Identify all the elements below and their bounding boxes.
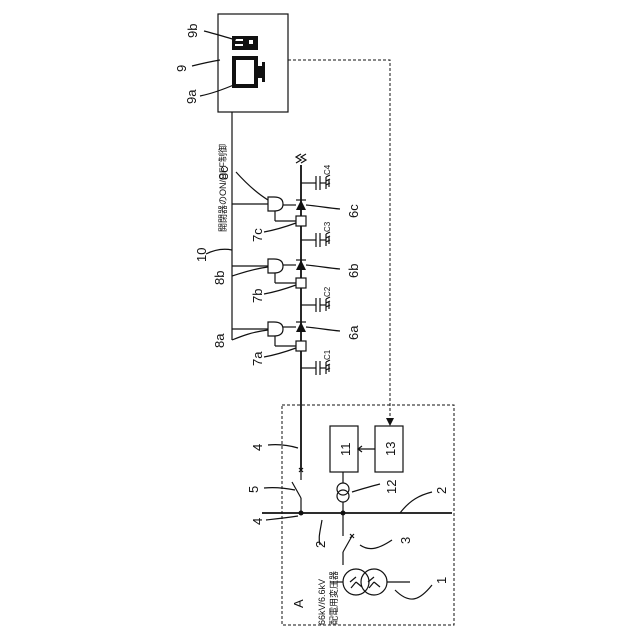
label-6a: 6a: [346, 325, 361, 340]
leader-7b: [264, 285, 296, 294]
leader-7a: [264, 348, 296, 357]
label-c1: C1: [323, 349, 332, 360]
label-c3: C3: [323, 221, 332, 232]
label-transformer: 1: [434, 577, 449, 584]
capacitor-c1: C1: [301, 349, 332, 375]
label-comm-line: 10: [194, 248, 209, 262]
substation-boundary: [282, 405, 454, 625]
label-feeder-lower: 4: [250, 518, 265, 525]
label-ct: 12: [384, 480, 399, 494]
breaker-main: [343, 536, 352, 552]
label-6c: 6c: [346, 204, 361, 218]
label-7a: 7a: [250, 351, 265, 366]
leader-bus-right: [400, 492, 432, 513]
label-6b: 6b: [346, 264, 361, 278]
leader-breaker: [360, 540, 392, 549]
label-c4: C4: [323, 164, 332, 175]
arrow-to-13: [386, 418, 394, 426]
leader-feeder-breaker: [264, 488, 295, 490]
label-7c: 7c: [250, 228, 265, 242]
leader-ct: [352, 484, 380, 492]
ct-symbol-1: [337, 490, 349, 502]
label-bus-right: 2: [434, 487, 449, 494]
controller-8a: [268, 322, 283, 336]
transformer-symbol: [343, 569, 387, 595]
label-feeder-line: 4: [250, 444, 265, 451]
transformer-name: 配電用変圧器: [328, 571, 339, 625]
server-icon: [232, 36, 258, 50]
capacitor-c4: C4: [301, 164, 332, 190]
leader-6b: [306, 265, 340, 269]
label-feeder-breaker: 5: [246, 486, 261, 493]
sensor-7b: [296, 278, 306, 288]
controller-8b: [268, 259, 283, 273]
label-8b: 8b: [212, 271, 227, 285]
label-substation: A: [291, 599, 306, 608]
switch-6b: [296, 260, 306, 270]
label-device-11: 11: [338, 443, 353, 457]
switch-6c: [296, 200, 306, 210]
transformer-voltage: 66kV/6.6kV: [317, 579, 327, 625]
leader-6c: [306, 205, 340, 209]
switch-6a: [296, 322, 306, 332]
leader-comm-line: [206, 249, 232, 254]
leader-8c: [236, 172, 268, 200]
label-device-13: 13: [383, 442, 398, 456]
leader-6a: [306, 327, 340, 331]
leader-monitoring: [192, 60, 220, 66]
sensor-7c: [296, 216, 306, 226]
leader-transformer: [395, 585, 432, 599]
capacitor-c2: C2: [301, 286, 332, 312]
leader-8b: [232, 267, 268, 276]
label-server: 9b: [185, 24, 200, 38]
feeder-end-break: [296, 154, 306, 163]
label-8a: 8a: [212, 333, 227, 348]
label-bus-left: 2: [313, 541, 328, 548]
label-7b: 7b: [250, 289, 265, 303]
leader-feeder-line: [268, 445, 298, 448]
leader-7c: [264, 223, 296, 232]
control-text: 開閉器のON/OFF制御: [217, 144, 228, 232]
leader-8a: [232, 330, 268, 340]
label-monitoring: 9: [174, 65, 189, 72]
label-breaker: 3: [398, 537, 413, 544]
ct-symbol-2: [337, 483, 349, 495]
label-pc: 9a: [184, 89, 199, 104]
sensor-7a: [296, 341, 306, 351]
controller-8c: [268, 197, 283, 211]
label-c2: C2: [323, 286, 332, 297]
